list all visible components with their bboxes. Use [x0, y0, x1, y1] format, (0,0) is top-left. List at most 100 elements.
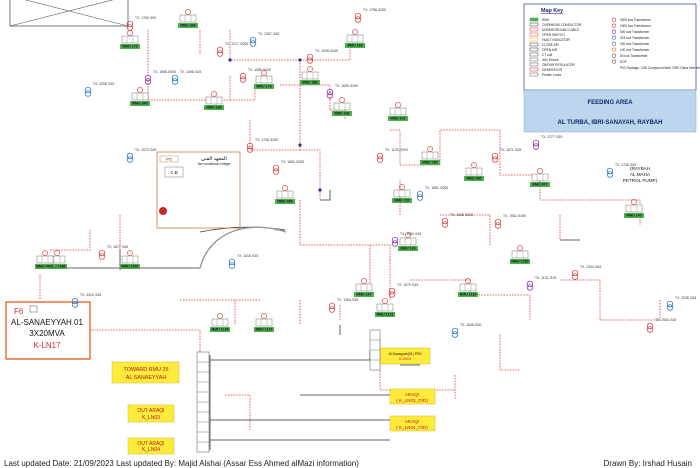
- rmu-label: RMU 163: [347, 44, 362, 48]
- svg-text:AL MAHA: AL MAHA: [630, 172, 651, 177]
- legend-item: 315 kva Transformer: [620, 36, 650, 40]
- transformer-symbol-icon: [395, 102, 401, 108]
- transformer-label: TX. 1131 /315: [535, 276, 556, 280]
- svg-text:( K_LN03_O/D): ( K_LN03_O/D): [396, 398, 428, 403]
- rmu-unit: RMU 136: [398, 232, 418, 251]
- transformer-label: TX. 1979 /315: [397, 283, 418, 287]
- transformer-symbol-icon: [361, 278, 367, 284]
- pss-switchgear-panel: [369, 329, 381, 371]
- switchgear-panel: [196, 351, 210, 453]
- transformer-symbol-icon: [54, 250, 60, 256]
- rmu-unit: RMU 1137: [254, 313, 274, 332]
- transformer: TX. 2344 /315: [571, 265, 601, 280]
- rmu-label: RMU 4001: [36, 265, 53, 269]
- transformer: TX. 2357 /315: [249, 32, 279, 47]
- transformer-label: TX. 1663 /1000: [281, 160, 304, 164]
- transformer: TX. 1769 /200: [126, 16, 156, 31]
- transformer-label: TX. 2073 /315: [135, 148, 156, 152]
- circuit-breaker-label: C.B: [170, 170, 177, 175]
- legend-item: Arm Fixture: [542, 58, 559, 62]
- rmu-unit: RMU 450: [275, 185, 295, 204]
- transformer: TX. 1364 /315: [328, 298, 358, 313]
- transformer-symbol-icon: [127, 250, 133, 256]
- svg-text:(RAYBAH: (RAYBAH: [630, 166, 650, 171]
- legend-item: 500 kva Transformer: [620, 30, 650, 34]
- transformer-label: TX. 1718 /1000: [255, 138, 278, 142]
- transformer: TX. 1848 /200: [451, 323, 481, 338]
- transformer-symbol-icon: [137, 87, 143, 93]
- transformer-icon: [272, 164, 280, 172]
- transformer-symbol-icon: [427, 146, 433, 152]
- transformer-icon: [228, 258, 236, 266]
- transformer: TX. 1129 /1000: [376, 148, 408, 163]
- legend-item: RMU: [542, 18, 550, 22]
- rmu-unit: RMU 1121: [375, 298, 395, 317]
- transformer-label: TX. 2357 /315: [258, 32, 279, 36]
- source-substation: F6 AL-SANAEYYAH 01 3X20MVA K-LN17: [5, 301, 91, 360]
- transformer-icon: [326, 88, 334, 96]
- rmu-label: RMU 450: [277, 200, 292, 204]
- transformer-label: TX. 1758 /1000: [363, 8, 386, 12]
- legend-item: 200 kva Transformer: [620, 42, 650, 46]
- rmu-unit: RMU 348: [178, 9, 198, 28]
- transformer: TX. 1131 /315: [526, 276, 556, 291]
- transformer-symbol-icon: [465, 278, 471, 284]
- transformer-label: TX. 1871 /315: [500, 148, 521, 152]
- transformer-label: TX. 1129 /1000: [385, 148, 408, 152]
- college-title: المعهد الفني: [201, 156, 227, 162]
- transformer: TX. 1979 /315: [388, 283, 418, 298]
- transformer-icon: [144, 74, 152, 82]
- rmu-label: RMU 340: [132, 102, 147, 106]
- rmu-label: RMU 1050: [511, 260, 528, 264]
- footer-updated: Last updated Date: 21/09/2023 Last updat…: [4, 459, 359, 468]
- transformer-icon: [98, 249, 106, 257]
- legend-title: Map Key: [541, 8, 563, 14]
- svg-text:OUT ARAQI: OUT ARAQI: [137, 408, 164, 414]
- rmu-unit: RMU 142: [388, 102, 408, 121]
- rmu-unit: RMU 340: [130, 87, 150, 106]
- transformer: TX. 1638 /1000: [441, 213, 473, 228]
- transformer-label: TX. 1316 /315: [237, 254, 258, 258]
- transformer-icon: [71, 297, 79, 305]
- transformer: TX. 2338 /315: [666, 296, 696, 311]
- legend-item: 100 kva Transformer: [620, 48, 650, 52]
- raybah-label: (RAYBAH AL MAHA PETROL PUMP): [623, 166, 658, 183]
- rmu-label: RMU 386: [302, 81, 317, 85]
- generator-icon: [159, 207, 167, 215]
- transformer: TX. 1736 /315: [606, 163, 636, 178]
- transformer-icon: [354, 12, 362, 20]
- transformer-label: TX. 1877 /315: [107, 245, 128, 249]
- transformer-label: TX. 1364 /315: [337, 298, 358, 302]
- rmu-unit: RMU 175: [120, 30, 140, 49]
- source-name: AL-SANAEYYAH 01: [11, 318, 83, 327]
- transformer-icon: [249, 36, 257, 44]
- transformer-symbol-icon: [261, 70, 267, 76]
- transformer-icon: [606, 167, 614, 175]
- footer-drawn-by: Drawn By: Irshad Husain: [603, 459, 692, 468]
- transformer-icon: [646, 322, 654, 330]
- transformer-symbol-icon: [127, 30, 133, 36]
- rmu-label: RMU 142: [390, 117, 405, 121]
- transformer: TX. 1758 /1000: [354, 8, 386, 23]
- transformer-icon: [306, 53, 314, 61]
- transformer-label: TX. 1980 /315: [400, 232, 421, 236]
- transformer: TX. 1980 /315: [391, 232, 421, 247]
- transformer-symbol-icon: [471, 162, 477, 168]
- transformer: TX. 1316 /315: [228, 254, 258, 269]
- transformer: TX. 1558 /1000: [144, 70, 176, 85]
- transformer-icon: [571, 269, 579, 277]
- transformer-icon: [391, 236, 399, 244]
- legend-item: 50 kva Transformer: [620, 54, 648, 58]
- transformer-icon: [526, 280, 534, 288]
- feeding-area-box: FEEDING AREA AL TURBA, IBRI-SANAYAH, RAY…: [523, 89, 697, 133]
- rmu-unit: RMU 178: [254, 70, 274, 89]
- rmu-unit: RMU 4001: [35, 250, 55, 269]
- transformer-icon: [416, 190, 424, 198]
- rmu-label: RMU 188: [206, 106, 221, 110]
- legend-item: P/G-Package, C/W-Compound Wall, GRP-Glas…: [620, 66, 700, 70]
- rmu-label: RMU 147: [356, 293, 371, 297]
- rmu-label: RMU 1086: [48, 265, 65, 269]
